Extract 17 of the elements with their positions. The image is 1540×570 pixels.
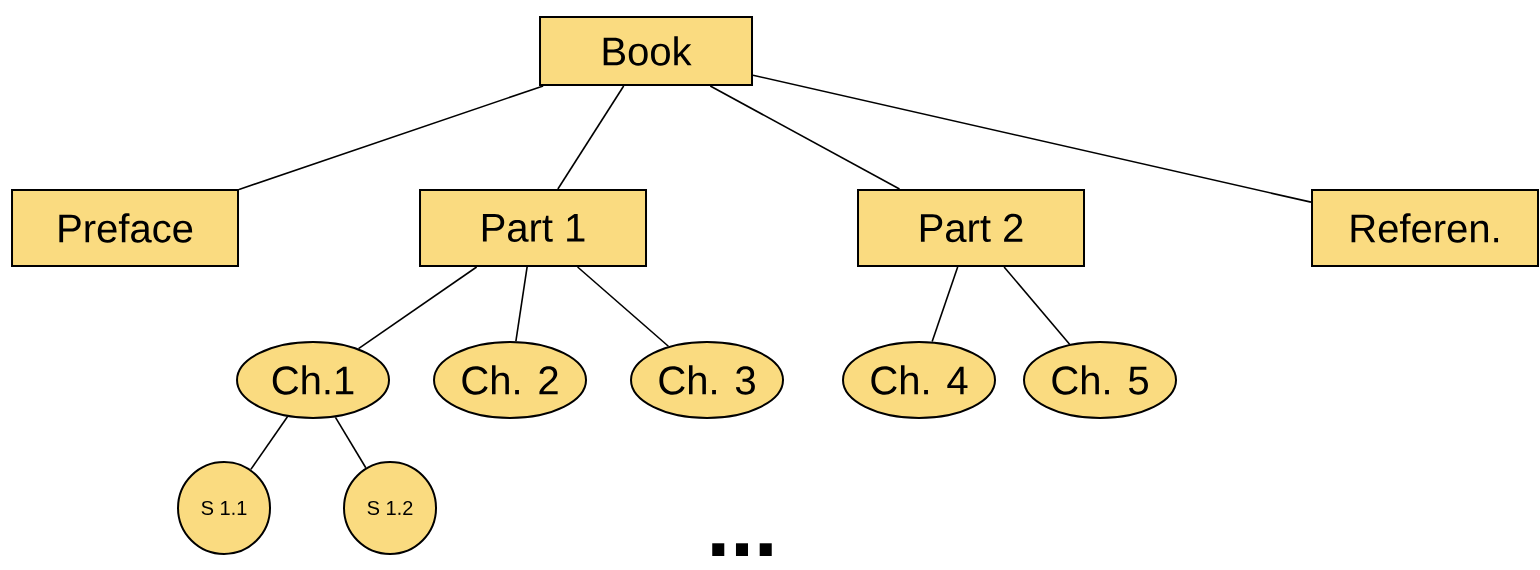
connector-line bbox=[709, 85, 901, 190]
connector-line bbox=[515, 266, 528, 342]
section-box: Preface bbox=[11, 189, 239, 267]
connector-line bbox=[931, 266, 959, 343]
connector-line bbox=[238, 85, 544, 191]
section-box: Referen. bbox=[1311, 189, 1539, 267]
connector-line bbox=[250, 415, 289, 471]
connector-line bbox=[576, 266, 670, 348]
connector-line bbox=[334, 416, 367, 469]
section-box: Part 2 bbox=[857, 189, 1085, 267]
connector-line bbox=[557, 85, 625, 190]
connector-line bbox=[357, 266, 478, 350]
connector-line bbox=[752, 74, 1312, 203]
section-box: Book bbox=[539, 16, 753, 86]
connector-line bbox=[1003, 266, 1071, 345]
ellipsis: ... bbox=[712, 543, 772, 556]
section-box: Part 1 bbox=[419, 189, 647, 267]
